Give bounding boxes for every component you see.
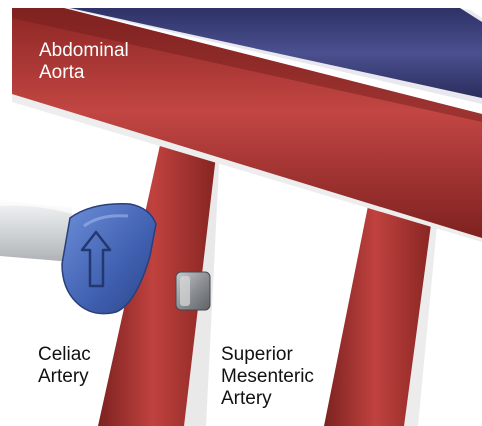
label-sma-line2: Mesenteric [221,366,314,388]
label-celiac-artery-line2: Artery [38,366,91,388]
clip-icon [176,272,210,310]
label-abdominal-aorta-line2: Aorta [39,62,129,84]
label-superior-mesenteric-artery: Superior Mesenteric Artery [221,344,314,410]
ultrasound-probe-handle [0,199,72,262]
label-celiac-artery-line1: Celiac [38,344,91,366]
label-sma-line1: Superior [221,344,314,366]
label-abdominal-aorta-line1: Abdominal [39,40,129,62]
label-abdominal-aorta: Abdominal Aorta [39,40,129,84]
label-sma-line3: Artery [221,388,314,410]
label-celiac-artery: Celiac Artery [38,344,91,388]
